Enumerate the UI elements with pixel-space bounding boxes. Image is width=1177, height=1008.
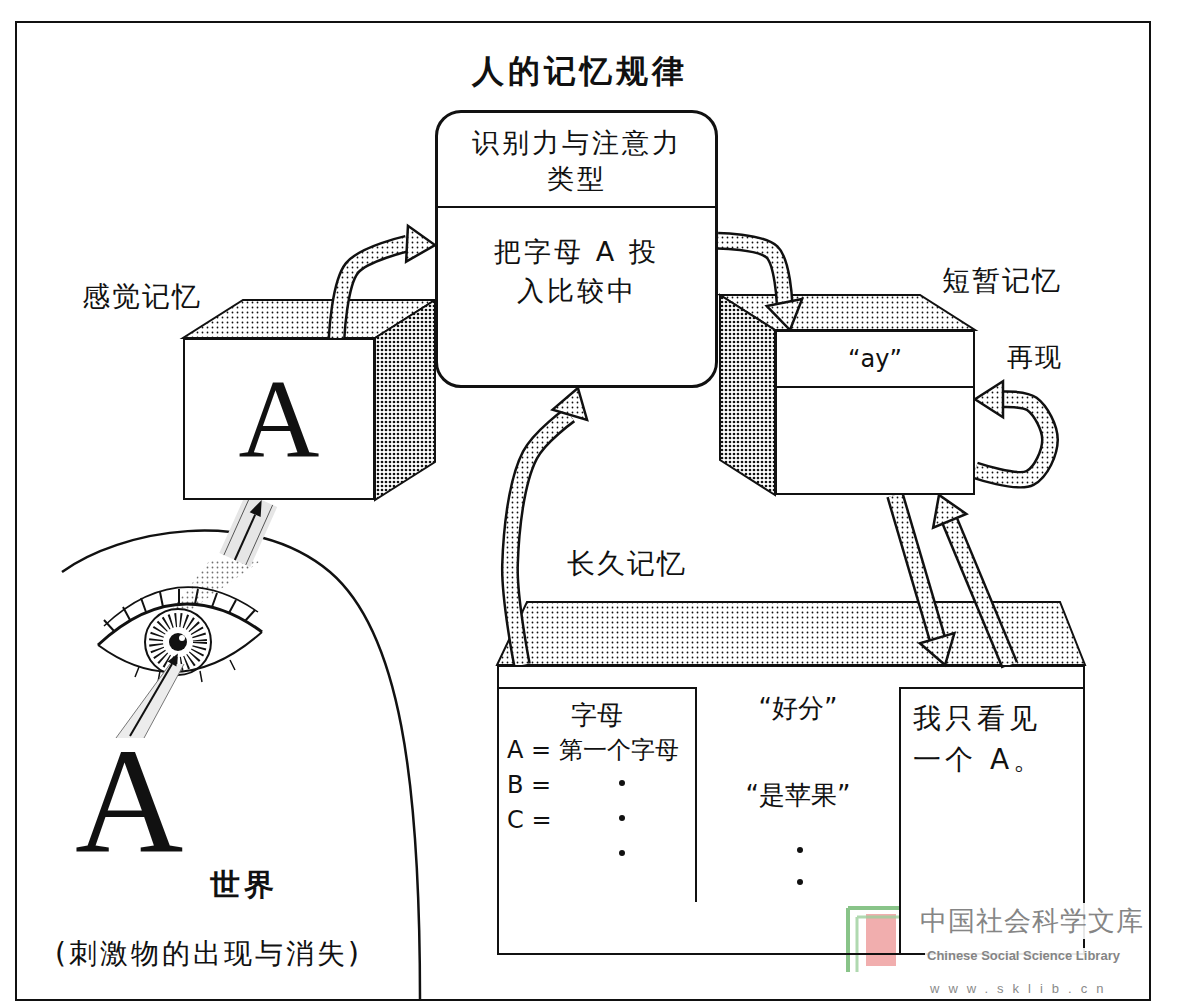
eyelid-crease (104, 587, 258, 626)
recognition-attention-box: 识别力与注意力 类型把字母 A 投 入比较中 (435, 110, 718, 388)
arrow-shaft (950, 521, 1010, 665)
association-column: “好分” “是苹果” (697, 667, 899, 867)
sensory-memory-box: 感觉记忆A (183, 338, 375, 500)
stage-heading: 短暂记忆 (942, 264, 1062, 298)
sight-arrowhead (168, 654, 178, 667)
eyelashes (104, 589, 255, 631)
arrow-connector (975, 381, 1050, 479)
eye-pupil (169, 633, 187, 651)
beam-edge (224, 495, 251, 555)
letter-glyph: A (75, 725, 183, 875)
arrowhead (250, 500, 262, 517)
short-term-memory-box: 短暂记忆“ay” (775, 330, 975, 495)
letter-glyph: A (239, 363, 320, 475)
watermark: www.sklib.cn (928, 981, 1114, 996)
arrow-outline (337, 244, 407, 338)
world-region: A 世界 (刺激物的出现与消失) (40, 560, 425, 985)
arrow-outline (895, 495, 937, 638)
region-heading: 世界 (210, 865, 278, 906)
light-beam (235, 500, 262, 560)
arrow-shaft (510, 415, 570, 665)
beam-arrow (235, 515, 255, 560)
stage-heading: 长久记忆 (567, 547, 687, 581)
ellipsis-dot (619, 780, 625, 786)
world-outline (62, 531, 420, 1000)
region-caption: (刺激物的出现与消失) (55, 935, 362, 973)
connector-label: 再现 (1005, 342, 1065, 373)
arrowhead (767, 299, 802, 330)
table-cell: “好分” (697, 667, 899, 726)
arrow-connector (933, 495, 1010, 665)
lower-eyelashes (135, 660, 235, 682)
logo-stroke (848, 908, 900, 972)
diagram-title: 人的记忆规律 (380, 50, 780, 94)
box-heading: 识别力与注意力 类型 (438, 113, 715, 208)
cube-side-face (375, 300, 435, 500)
cube-side-face (720, 295, 775, 495)
logo-block (866, 914, 896, 966)
outer-frame (16, 22, 1150, 1000)
letter-column: 字母A = 第一个字母B =C = (499, 687, 697, 902)
watermark: Chinese Social Science Library (925, 948, 1122, 963)
arrowhead (553, 388, 587, 420)
sound-code: “ay” (777, 332, 973, 388)
arrow-outline (510, 415, 570, 665)
table-cell: C = (499, 803, 695, 838)
stage-heading: 感觉记忆 (82, 280, 202, 314)
column-heading: 字母 (499, 689, 695, 733)
ellipsis-dot (619, 850, 625, 856)
arrow-outline (718, 241, 785, 303)
logo-stroke (857, 917, 900, 972)
arrow-outline (950, 521, 1010, 665)
table-cell: “是苹果” (697, 778, 899, 813)
ellipsis-dot (619, 815, 625, 821)
table-cell: 我只看见 一个 A。 (901, 689, 1083, 790)
arrowhead (920, 633, 955, 665)
box-body: 把字母 A 投 入比较中 (438, 208, 715, 322)
arrow-shaft (895, 495, 937, 638)
arrow-connector (337, 226, 435, 338)
iris-pattern (156, 620, 200, 664)
arrowhead (933, 495, 966, 528)
eye-highlight (179, 635, 185, 641)
arrow-connector (510, 388, 587, 665)
arrow-outline (975, 399, 1050, 479)
arrow-connector (718, 241, 802, 330)
arrow-connector (224, 495, 273, 565)
table-cell: A = 第一个字母 (499, 733, 695, 768)
arrow-shaft (718, 241, 785, 303)
arrowhead (406, 226, 435, 262)
table-cell: B = (499, 768, 695, 803)
watermark: 中国社会科学文库 (918, 903, 1146, 939)
ellipsis-dot (797, 879, 803, 885)
ellipsis-dot (797, 847, 803, 853)
arrow-shaft (337, 244, 407, 338)
arrowhead (975, 381, 1003, 417)
arrow-shaft (975, 399, 1050, 479)
